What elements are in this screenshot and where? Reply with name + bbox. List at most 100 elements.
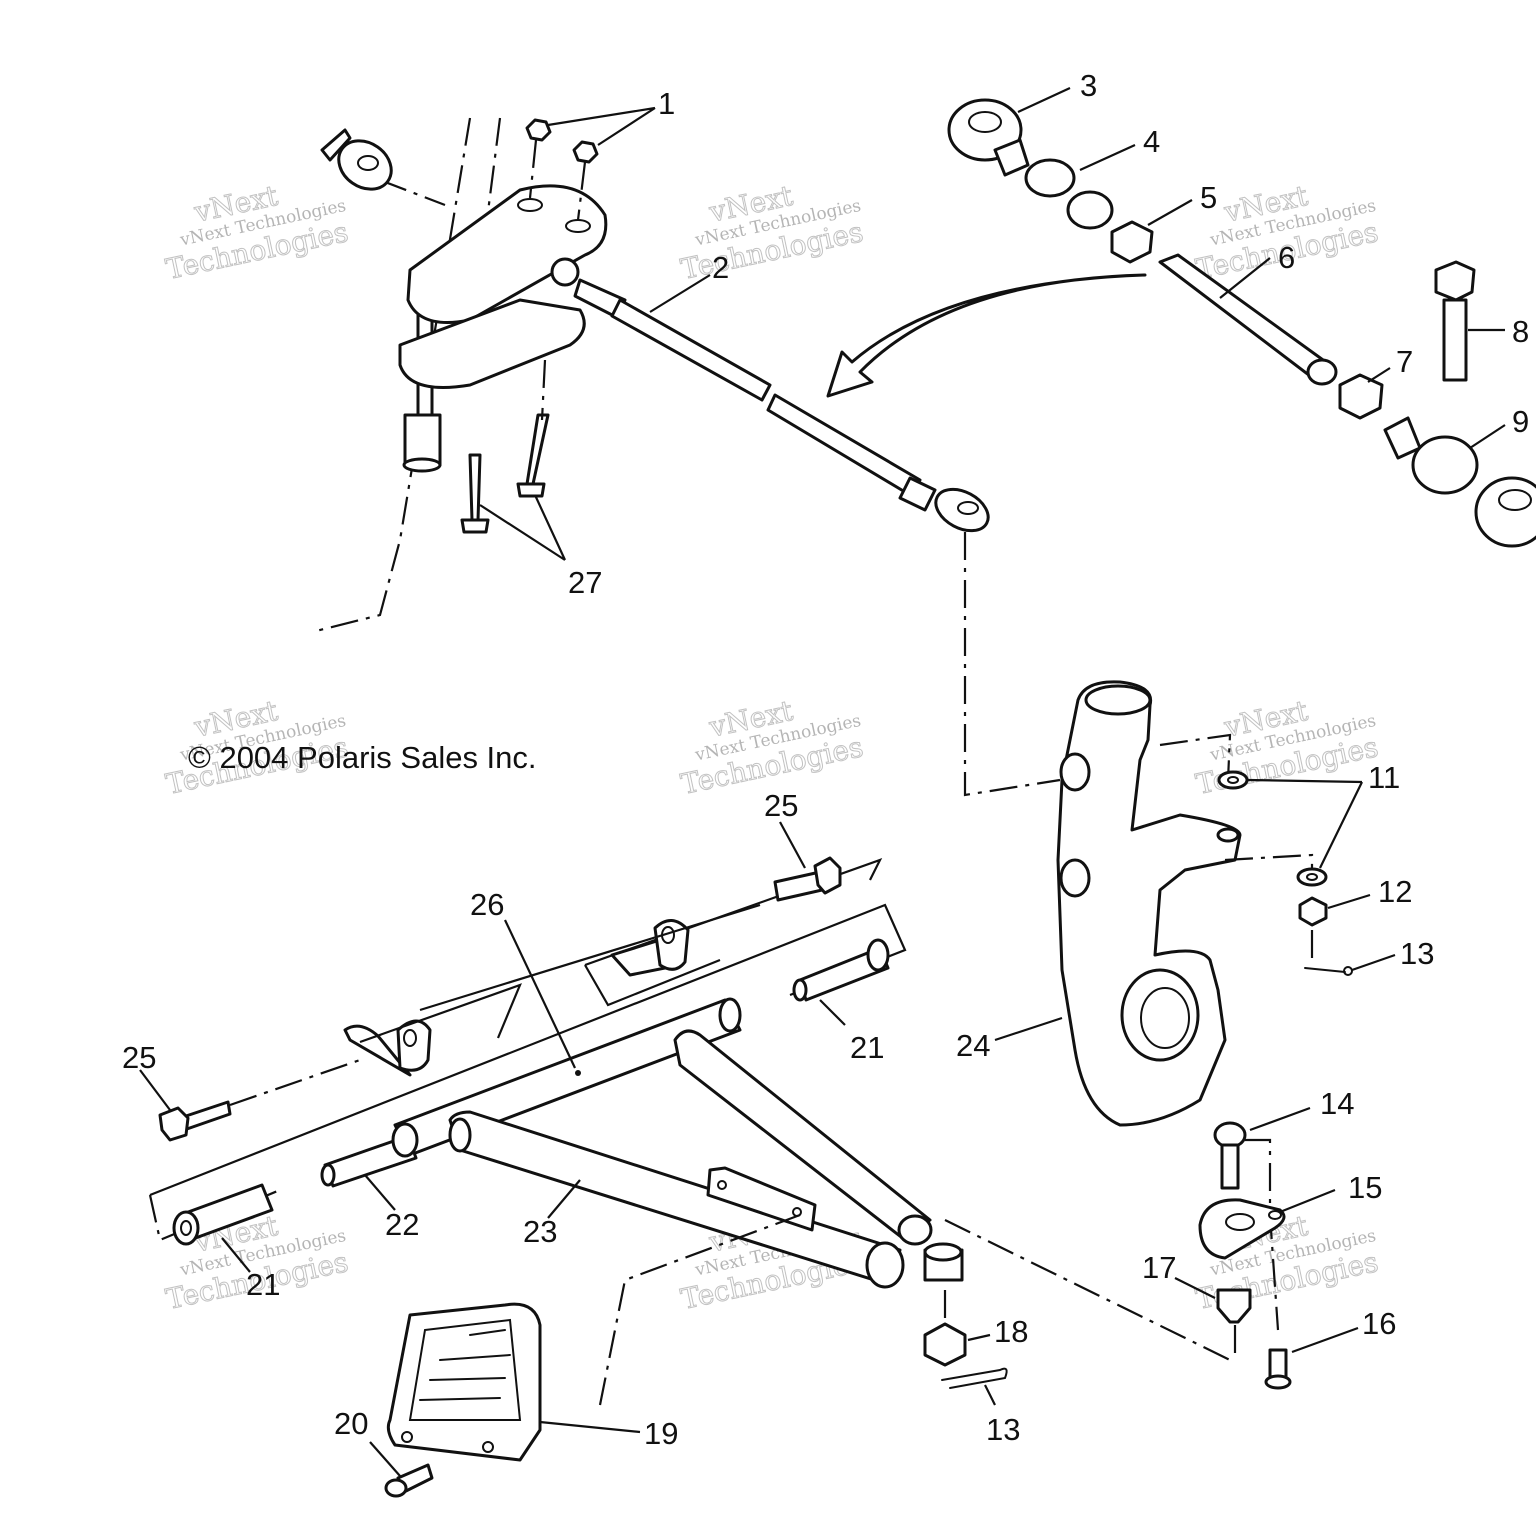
leader-23	[547, 1179, 581, 1219]
leader-4	[1079, 143, 1136, 172]
jam-nut-7	[1338, 373, 1384, 420]
leader-26	[504, 919, 576, 1069]
spindle-hub-bore	[1140, 987, 1190, 1049]
callout-12: 12	[1378, 874, 1412, 909]
callout-17: 17	[1142, 1250, 1176, 1285]
callout-26: 26	[470, 887, 504, 922]
leader-25a	[779, 821, 806, 869]
cotter-pin-13a	[1304, 967, 1346, 973]
callout-9: 9	[1512, 404, 1529, 439]
tie-rod-tube-6-end	[1306, 358, 1338, 386]
callout-11: 11	[1368, 760, 1400, 795]
cotter-pin-13a-loop	[1343, 966, 1353, 976]
callouts: 1 2 3 4 5 6 7 8 9 11 12 13 13 14 15 16 1…	[122, 68, 1529, 1451]
tie-rod-end-ball	[550, 257, 580, 287]
pitman-arm-upper-plate	[406, 184, 608, 324]
bushing-22-flange	[391, 1122, 419, 1158]
callout-25a: 25	[764, 788, 798, 823]
leader-13b	[984, 1384, 996, 1406]
callout-23: 23	[523, 1214, 557, 1249]
callout-2: 2	[712, 250, 729, 285]
callout-22: 22	[385, 1207, 419, 1242]
a-arm-grease-point	[575, 1070, 581, 1076]
frame-outline	[584, 958, 721, 1007]
tie-rod-end-upper	[337, 139, 393, 191]
bolt-25a-head	[813, 856, 842, 895]
bolt-25a-shank	[773, 870, 824, 902]
rod-end-9-bore	[1498, 489, 1532, 511]
rod-end-9-housing	[1474, 476, 1536, 548]
screw-centerline	[540, 359, 547, 421]
callout-24: 24	[956, 1028, 990, 1063]
callout-25b: 25	[122, 1040, 156, 1075]
leader-19	[539, 1420, 641, 1434]
callout-27: 27	[568, 565, 602, 600]
spindle-assembly	[1056, 680, 1353, 1390]
jam-nut-5	[1110, 220, 1154, 264]
ball-joint-4	[1024, 158, 1076, 198]
spindle-steering-arm-eye	[1059, 752, 1091, 792]
leader-18	[967, 1333, 991, 1342]
tie-rod-stub	[320, 128, 352, 162]
leader-17	[1174, 1277, 1216, 1299]
copyright-text: © 2004 Polaris Sales Inc.	[188, 740, 537, 775]
bolt-centerline	[229, 1058, 361, 1107]
leader-13a	[1351, 953, 1396, 972]
leader-25b	[139, 1069, 171, 1111]
tie-rod-end-lower	[934, 487, 990, 533]
a-arm-shock-bracket	[706, 1166, 817, 1232]
callout-21b: 21	[850, 1030, 884, 1065]
a-arm-ball-joint-top	[923, 1242, 963, 1262]
rod-end-9	[1411, 435, 1479, 495]
callout-20: 20	[334, 1406, 368, 1441]
callout-5: 5	[1200, 180, 1217, 215]
tie-rod-end-lower-hole	[957, 501, 979, 515]
tie-rod-shaft-upper	[610, 298, 772, 402]
callout-16: 16	[1362, 1306, 1396, 1341]
a-arm-assembly	[148, 856, 1231, 1498]
frame-outline	[419, 903, 761, 1012]
leader-22	[364, 1174, 396, 1211]
guard-mount-hole	[482, 1441, 494, 1453]
callout-3: 3	[1080, 68, 1097, 103]
rod-end-3-neck	[993, 138, 1030, 177]
steering-column-outline	[379, 178, 446, 207]
leader-21a	[221, 1237, 251, 1273]
leader-14	[1249, 1106, 1311, 1132]
leader-21b	[819, 999, 846, 1026]
castle-nut-18	[923, 1322, 967, 1367]
bolt-14-centerline	[1245, 1138, 1280, 1331]
a-arm-leg-end	[897, 1214, 933, 1246]
plate-15-hole	[1268, 1210, 1282, 1220]
screw-20-head	[384, 1478, 408, 1498]
frame-bracket-ear	[396, 1019, 432, 1072]
screw-16-head	[1264, 1374, 1292, 1390]
screw-16	[1268, 1348, 1288, 1380]
a-arm-guard-19	[386, 1302, 542, 1462]
plate-15-hole	[1225, 1213, 1255, 1231]
leader-11	[1247, 778, 1363, 869]
callout-14: 14	[1320, 1086, 1354, 1121]
callout-6: 6	[1278, 240, 1295, 275]
spindle-mount-eye	[1059, 858, 1091, 898]
lock-nut-1b	[572, 140, 599, 164]
pitman-arm-lower-plate	[398, 298, 586, 389]
spindle-centerline	[1159, 733, 1232, 781]
tie-rod-end-upper-hole	[357, 155, 379, 171]
guard-mount-hole	[401, 1431, 413, 1443]
ball-joint-4-sleeve	[1066, 190, 1114, 230]
cotter-pin-13b	[941, 1367, 1008, 1389]
bolt-14-head	[1213, 1121, 1247, 1149]
spindle-centerline	[1224, 853, 1314, 870]
leader-5	[1147, 199, 1193, 226]
washer-11b	[1296, 867, 1328, 887]
callout-18: 18	[994, 1314, 1028, 1349]
callout-13b: 13	[986, 1412, 1020, 1447]
leader-lines	[139, 87, 1506, 1477]
callout-8: 8	[1512, 314, 1529, 349]
direction-arrow-icon	[826, 273, 1147, 398]
leader-1	[547, 106, 656, 146]
callout-4: 4	[1143, 124, 1160, 159]
rod-end-9-neck	[1383, 416, 1422, 460]
